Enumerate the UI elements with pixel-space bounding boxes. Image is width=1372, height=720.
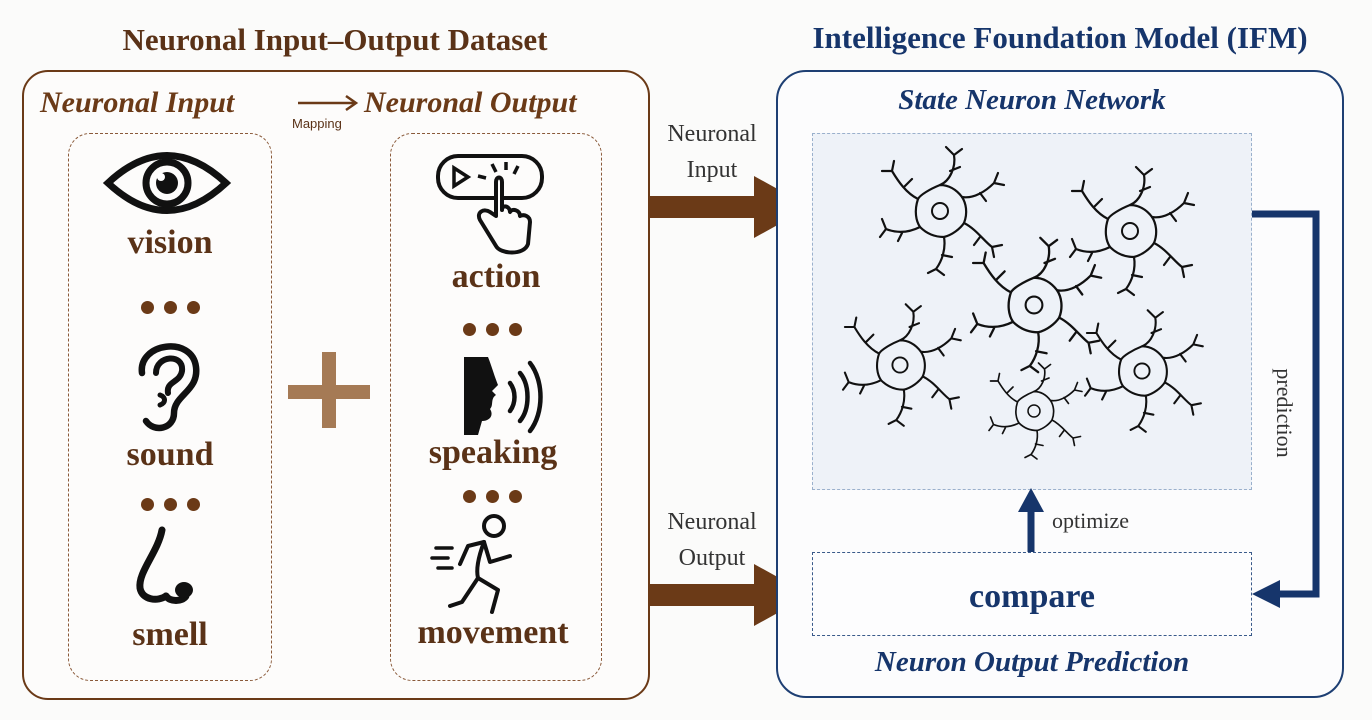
mapping-label: Mapping [292, 116, 342, 131]
running-person-icon [430, 514, 512, 614]
output-connector-label: Neuronal Output [650, 504, 774, 576]
output-box [390, 133, 602, 681]
input-connector-arrow [650, 176, 810, 238]
input-label-smell: smell [132, 616, 208, 653]
output-label-movement: movement [417, 614, 569, 651]
input-connector-label-line2: Input [686, 157, 738, 183]
ifm-title: Intelligence Foundation Model (IFM) [812, 20, 1308, 55]
input-label-vision: vision [127, 224, 213, 261]
tap-icon [436, 154, 544, 255]
output-heading: Neuronal Output [364, 86, 577, 119]
optimize-arrow [1018, 488, 1044, 552]
input-label-sound: sound [126, 436, 214, 473]
network-heading: State Neuron Network [898, 84, 1166, 116]
plus-vertical [322, 352, 336, 428]
input-heading: Neuronal Input [40, 86, 235, 119]
dataset-title: Neuronal Input–Output Dataset [122, 22, 548, 57]
nose-icon [136, 526, 193, 604]
prediction-label: prediction [1272, 368, 1297, 458]
neuron-network-graphic [841, 145, 1204, 460]
optimize-label: optimize [1052, 508, 1129, 533]
input-dots-2 [70, 496, 270, 515]
neuron-output-prediction-label: Neuron Output Prediction [874, 646, 1190, 678]
output-dots-1 [392, 321, 592, 340]
output-label-action: action [451, 258, 541, 295]
output-connector-label-line1: Neuronal [667, 509, 757, 535]
output-connector-label-line2: Output [678, 545, 746, 571]
speaking-head-icon [464, 357, 543, 435]
output-connector-arrow [650, 564, 810, 626]
eye-icon [102, 152, 232, 214]
ear-icon [138, 343, 200, 432]
input-box [68, 133, 272, 681]
input-connector-label-line1: Neuronal [667, 121, 757, 147]
output-label-speaking: speaking [428, 434, 558, 471]
output-dots-2 [392, 488, 592, 507]
prediction-arrow [1252, 210, 1320, 608]
input-dots-1 [70, 299, 270, 318]
input-connector-label: Neuronal Input [650, 116, 774, 188]
compare-label: compare [969, 578, 1095, 615]
mapping-arrow [298, 94, 359, 112]
compare-box [812, 552, 1252, 636]
